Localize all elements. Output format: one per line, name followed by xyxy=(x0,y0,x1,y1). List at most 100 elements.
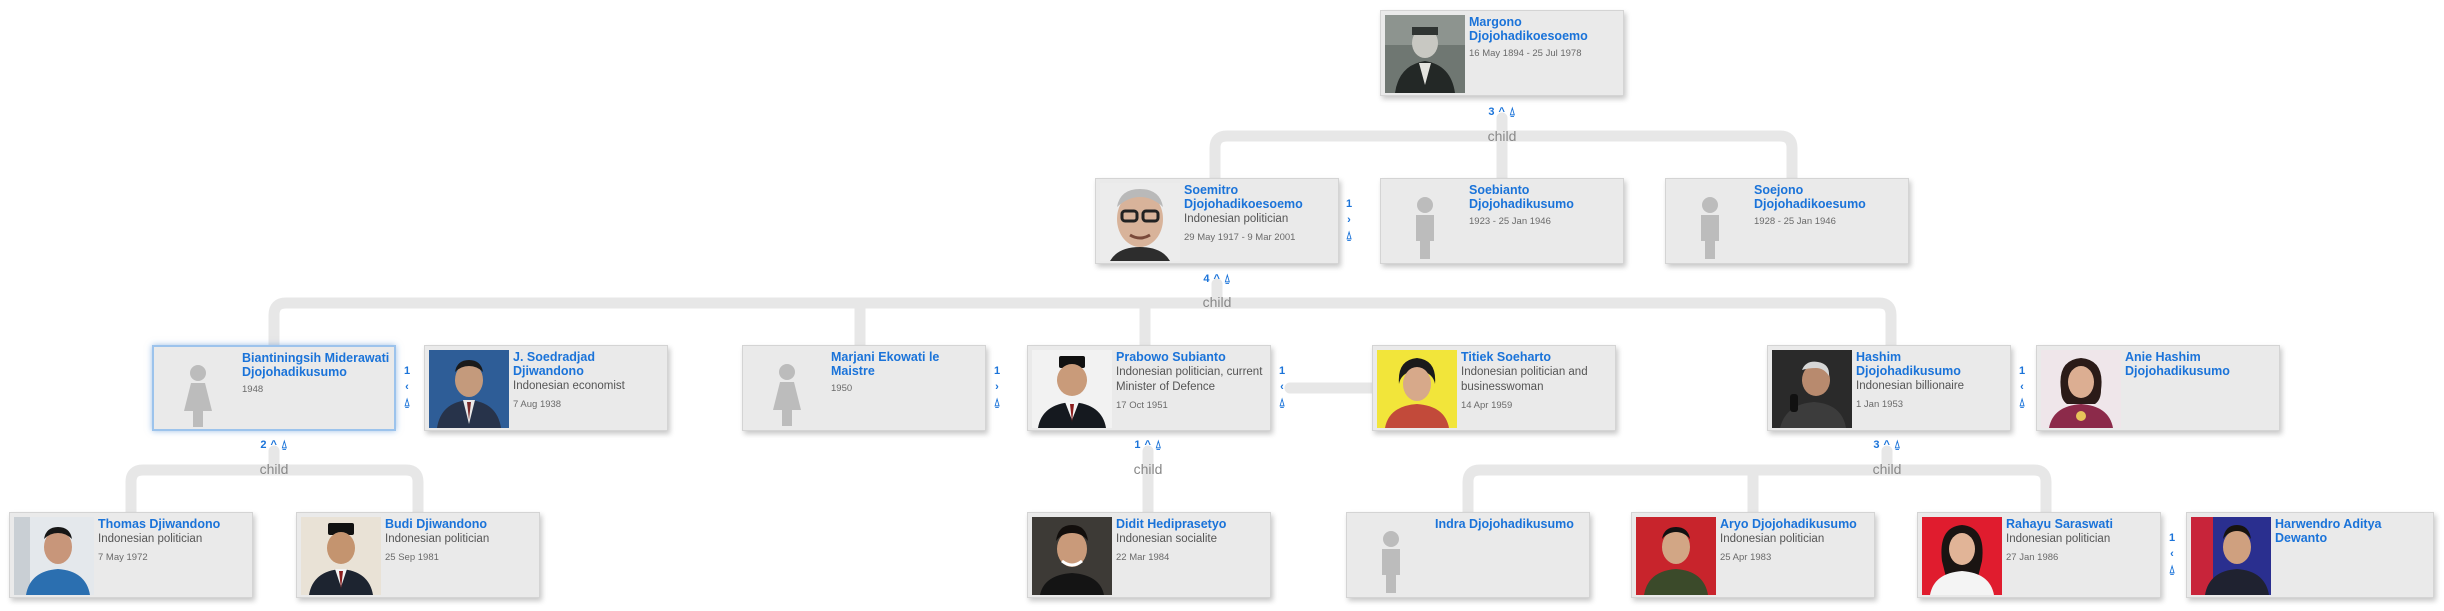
spouse-count[interactable]: 1 xyxy=(1278,365,1286,377)
person-description: Indonesian politician xyxy=(1720,533,1825,545)
children-count[interactable]: 1 xyxy=(1134,439,1141,451)
children-count[interactable]: 3 xyxy=(1873,439,1880,451)
branch-icon[interactable]: ⍙ xyxy=(280,439,288,451)
person-card-rahayu[interactable]: Rahayu Saraswati Indonesian politician 2… xyxy=(1917,512,2161,598)
placeholder-silhouette xyxy=(1670,183,1750,261)
person-card-budi[interactable]: Budi Djiwandono Indonesian politician 25… xyxy=(296,512,540,598)
person-card-soedradjad[interactable]: J. Soedradjad Djiwandono Indonesian econ… xyxy=(424,345,668,431)
spouse-controls-biantiningsih: 1 ‹ ⍙ xyxy=(400,363,414,411)
person-card-indra[interactable]: Indra Djojohadikusumo xyxy=(1346,512,1590,598)
chevron-left-icon[interactable]: ‹ xyxy=(1280,381,1284,393)
person-card-anie[interactable]: Anie Hashim Djojohadikusumo xyxy=(2036,345,2280,431)
person-name-link[interactable]: Aryo Djojohadikusumo xyxy=(1720,517,1857,531)
person-card-thomas[interactable]: Thomas Djiwandono Indonesian politician … xyxy=(9,512,253,598)
chevron-left-icon[interactable]: ‹ xyxy=(2020,381,2024,393)
branch-icon[interactable]: ⍙ xyxy=(1508,106,1516,118)
branch-icon[interactable]: ⍙ xyxy=(2018,397,2026,409)
branch-icon[interactable]: ⍙ xyxy=(1345,230,1353,242)
children-controls-prabowo: 1^⍙ xyxy=(1118,437,1178,453)
person-description: Indonesian politician xyxy=(1184,213,1289,225)
person-card-aryo[interactable]: Aryo Djojohadikusumo Indonesian politici… xyxy=(1631,512,1875,598)
person-card-soejono[interactable]: Soejono Djojohadikoesumo 1928 - 25 Jan 1… xyxy=(1665,178,1909,264)
portrait-photo xyxy=(1922,517,2002,595)
person-card-margono[interactable]: Margono Djojohadikoesoemo 16 May 1894 - … xyxy=(1380,10,1624,96)
child-relation-label: child xyxy=(1487,128,1517,144)
child-relation-label: child xyxy=(1133,461,1163,477)
person-name-link[interactable]: Biantiningsih Miderawati Djojohadikusumo xyxy=(242,351,390,379)
portrait-photo xyxy=(2041,350,2121,428)
person-name-link[interactable]: Anie Hashim Djojohadikusumo xyxy=(2125,350,2230,378)
chevron-up-icon[interactable]: ^ xyxy=(1213,273,1220,285)
spouse-count[interactable]: 1 xyxy=(1345,198,1353,210)
person-name-link[interactable]: Indra Djojohadikusumo xyxy=(1435,517,1574,531)
person-name-link[interactable]: Prabowo Subianto xyxy=(1116,350,1226,364)
spouse-count[interactable]: 1 xyxy=(993,365,1001,377)
person-description: Indonesian billionaire xyxy=(1856,380,1965,392)
spouse-count[interactable]: 1 xyxy=(2018,365,2026,377)
person-name-link[interactable]: Soemitro Djojohadikoesoemo xyxy=(1184,183,1303,211)
person-name-link[interactable]: Titiek Soeharto xyxy=(1461,350,1552,364)
person-dates: 22 Mar 1984 xyxy=(1116,552,1170,563)
chevron-right-icon[interactable]: › xyxy=(1347,214,1351,226)
person-dates: 1948 xyxy=(242,384,264,395)
branch-icon[interactable]: ⍙ xyxy=(1223,273,1231,285)
person-card-biantiningsih[interactable]: Biantiningsih Miderawati Djojohadikusumo… xyxy=(152,345,396,431)
portrait-photo xyxy=(1385,15,1465,93)
person-description: Indonesian politician xyxy=(385,533,490,545)
person-name-link[interactable]: Didit Hediprasetyo xyxy=(1116,517,1227,531)
person-name-link[interactable]: Soebianto Djojohadikusumo xyxy=(1469,183,1574,211)
branch-icon[interactable]: ⍙ xyxy=(1154,439,1162,451)
person-description: Indonesian economist xyxy=(513,380,625,392)
person-card-harwendro[interactable]: Harwendro Aditya Dewanto xyxy=(2186,512,2434,598)
branch-icon[interactable]: ⍙ xyxy=(993,397,1001,409)
person-dates: 25 Apr 1983 xyxy=(1720,552,1772,563)
person-name-link[interactable]: Marjani Ekowati le Maistre xyxy=(831,350,940,378)
spouse-count[interactable]: 1 xyxy=(403,365,411,377)
children-count[interactable]: 2 xyxy=(260,439,267,451)
children-count[interactable]: 3 xyxy=(1488,106,1495,118)
portrait-photo xyxy=(1032,350,1112,428)
person-name-link[interactable]: Margono Djojohadikoesoemo xyxy=(1469,15,1588,43)
branch-icon[interactable]: ⍙ xyxy=(1893,439,1901,451)
person-name-link[interactable]: Harwendro Aditya Dewanto xyxy=(2275,517,2382,545)
person-dates: 7 Aug 1938 xyxy=(513,399,562,410)
person-dates: 25 Sep 1981 xyxy=(385,552,439,563)
chevron-up-icon[interactable]: ^ xyxy=(270,439,277,451)
person-card-hashim[interactable]: Hashim Djojohadikusumo Indonesian billio… xyxy=(1767,345,2011,431)
person-card-soemitro[interactable]: Soemitro Djojohadikoesoemo Indonesian po… xyxy=(1095,178,1339,264)
person-card-titiek[interactable]: Titiek Soeharto Indonesian politician an… xyxy=(1372,345,1616,431)
person-dates: 16 May 1894 - 25 Jul 1978 xyxy=(1469,48,1582,59)
person-name-link[interactable]: Rahayu Saraswati xyxy=(2006,517,2113,531)
chevron-up-icon[interactable]: ^ xyxy=(1498,106,1505,118)
person-name-link[interactable]: Soejono Djojohadikoesumo xyxy=(1754,183,1866,211)
person-dates: 1 Jan 1953 xyxy=(1856,399,1904,410)
spouse-controls-rahayu: 1 ‹ ⍙ xyxy=(2165,530,2179,578)
portrait-photo xyxy=(1636,517,1716,595)
branch-icon[interactable]: ⍙ xyxy=(403,397,411,409)
chevron-left-icon[interactable]: ‹ xyxy=(405,381,409,393)
placeholder-silhouette xyxy=(1385,183,1465,261)
children-count[interactable]: 4 xyxy=(1203,273,1210,285)
child-relation-label: child xyxy=(1872,461,1902,477)
person-card-didit[interactable]: Didit Hediprasetyo Indonesian socialite … xyxy=(1027,512,1271,598)
person-dates: 17 Oct 1951 xyxy=(1116,400,1168,411)
person-name-link[interactable]: J. Soedradjad Djiwandono xyxy=(513,350,595,378)
person-card-prabowo[interactable]: Prabowo Subianto Indonesian politician, … xyxy=(1027,345,1271,431)
spouse-count[interactable]: 1 xyxy=(2168,532,2176,544)
chevron-left-icon[interactable]: ‹ xyxy=(2170,548,2174,560)
person-dates: 27 Jan 1986 xyxy=(2006,552,2059,563)
spouse-controls-prabowo: 1 ‹ ⍙ xyxy=(1275,363,1289,411)
chevron-up-icon[interactable]: ^ xyxy=(1144,439,1151,451)
branch-icon[interactable]: ⍙ xyxy=(2168,564,2176,576)
portrait-photo xyxy=(429,350,509,428)
person-name-link[interactable]: Thomas Djiwandono xyxy=(98,517,221,531)
person-name-link[interactable]: Hashim Djojohadikusumo xyxy=(1856,350,1961,378)
chevron-up-icon[interactable]: ^ xyxy=(1883,439,1890,451)
person-card-marjani[interactable]: Marjani Ekowati le Maistre 1950 xyxy=(742,345,986,431)
person-name-link[interactable]: Budi Djiwandono xyxy=(385,517,488,531)
branch-icon[interactable]: ⍙ xyxy=(1278,397,1286,409)
person-description: Indonesian politician xyxy=(98,533,203,545)
person-card-soebianto[interactable]: Soebianto Djojohadikusumo 1923 - 25 Jan … xyxy=(1380,178,1624,264)
portrait-photo xyxy=(2191,517,2271,595)
chevron-right-icon[interactable]: › xyxy=(995,381,999,393)
